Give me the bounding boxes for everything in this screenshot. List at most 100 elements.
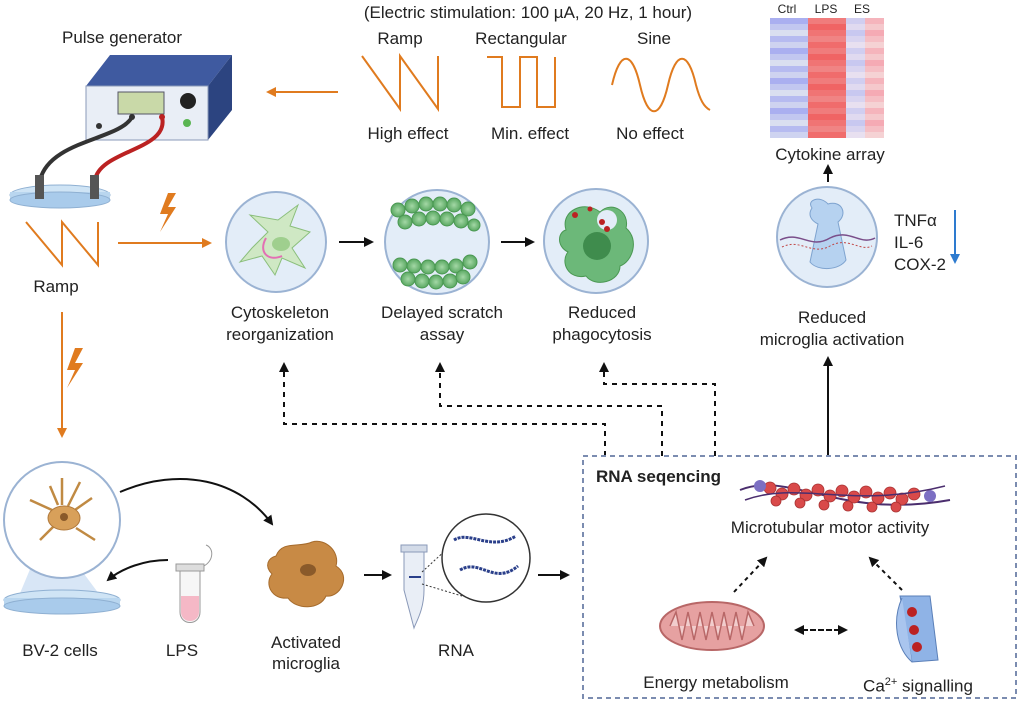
- heatmap-cell: [770, 54, 808, 60]
- heatmap-cell: [770, 108, 808, 114]
- dashed-arrow-to-phagocytosis: [599, 362, 716, 456]
- heatmap-cell: [846, 102, 865, 108]
- pulse-generator-label: Pulse generator: [61, 28, 183, 47]
- heatmap-cell: [770, 120, 808, 126]
- heatmap-cell: [808, 60, 846, 66]
- rna-tube: [400, 544, 428, 630]
- dashed-arrow-energy-to-motor: [733, 556, 768, 593]
- heatmap-cell: [846, 48, 865, 54]
- microglia-label-1: Reduced: [797, 308, 867, 327]
- calcium-channel-illustration: [896, 595, 939, 663]
- heatmap-cell: [865, 42, 884, 48]
- heatmap-cell: [865, 60, 884, 66]
- heatmap-cell: [846, 36, 865, 42]
- waveform-ramp-name: Ramp: [377, 29, 423, 48]
- heatmap-cell: [865, 120, 884, 126]
- heatmap-cell: [846, 54, 865, 60]
- activated-label-1: Activated: [271, 633, 341, 652]
- heatmap-column-ctrl: Ctrl: [777, 2, 797, 16]
- heatmap-cell: [846, 42, 865, 48]
- heatmap-cell: [808, 120, 846, 126]
- lps-tube: [175, 544, 213, 623]
- heatmap-cell: [865, 24, 884, 30]
- scratch-label-1: Delayed scratch: [381, 303, 503, 322]
- heatmap-cell: [865, 30, 884, 36]
- heatmap-cell: [846, 90, 865, 96]
- ramp-label: Ramp: [33, 277, 79, 296]
- heatmap-cell: [808, 48, 846, 54]
- waveform-sine: [611, 57, 711, 113]
- heatmap-cell: [846, 72, 865, 78]
- heatmap-cell: [770, 36, 808, 42]
- heatmap-cell: [865, 96, 884, 102]
- rna-seq-title: RNA seqencing: [596, 467, 722, 486]
- heatmap-cell: [808, 18, 846, 24]
- waveform-ramp-effect: High effect: [367, 124, 449, 143]
- heatmap-cell: [865, 132, 884, 138]
- heatmap-cell: [770, 30, 808, 36]
- waveform-sine-name: Sine: [636, 29, 672, 48]
- heatmap-cell: [846, 126, 865, 132]
- lightning-icon: [160, 193, 176, 232]
- heatmap-cell: [808, 42, 846, 48]
- heatmap-cell: [770, 60, 808, 66]
- heatmap-cell: [865, 90, 884, 96]
- heatmap-cell: [865, 84, 884, 90]
- microglia-label-2: microglia activation: [759, 330, 905, 349]
- zoom-line-bottom: [421, 583, 463, 597]
- dashed-arrow-to-scratch: [435, 362, 663, 456]
- heatmap-cell: [865, 66, 884, 72]
- heatmap-cell: [770, 78, 808, 84]
- arrow-bv2-to-activated: [119, 477, 274, 526]
- activated-label-2: microglia: [271, 654, 341, 673]
- heatmap-cell: [770, 114, 808, 120]
- heatmap-cell: [770, 42, 808, 48]
- microglia-activation-circle: [776, 186, 878, 288]
- heatmap-cell: [865, 36, 884, 42]
- heatmap-cell: [808, 30, 846, 36]
- waveform-rectangular-effect: Min. effect: [490, 124, 570, 143]
- waveform-ramp-small: [25, 219, 99, 268]
- heatmap-cell: [846, 132, 865, 138]
- bv2-label: BV-2 cells: [22, 641, 98, 660]
- heatmap-cell: [865, 18, 884, 24]
- heatmap-cell: [808, 102, 846, 108]
- heatmap-cell: [865, 48, 884, 54]
- heatmap-cell: [846, 84, 865, 90]
- pulse-generator-device: [38, 55, 232, 181]
- heatmap-cell: [846, 108, 865, 114]
- heatmap-cell: [770, 66, 808, 72]
- heatmap-cell: [846, 24, 865, 30]
- dashed-arrow-calcium-to-motor: [868, 556, 903, 591]
- heatmap-cell: [865, 72, 884, 78]
- cytoskeleton-label-1: Cytoskeleton: [230, 303, 330, 322]
- heatmap-cell: [846, 66, 865, 72]
- motor-activity-label: Microtubular motor activity: [730, 518, 930, 537]
- activated-microglia-nucleus: [300, 564, 316, 576]
- heatmap-cell: [808, 126, 846, 132]
- heatmap-cell: [865, 114, 884, 120]
- marker-tnfa: TNFα: [894, 211, 937, 230]
- heatmap-cell: [808, 114, 846, 120]
- heatmap-cell: [808, 72, 846, 78]
- dashed-arrow-to-cytoskeleton: [279, 362, 606, 456]
- energy-metabolism-label: Energy metabolism: [643, 673, 789, 692]
- heatmap-cell: [846, 120, 865, 126]
- heatmap-cell: [770, 48, 808, 54]
- heatmap-cell: [865, 126, 884, 132]
- heatmap-cell: [865, 78, 884, 84]
- waveform-rectangular: [487, 56, 556, 108]
- calcium-superscript: 2+: [884, 676, 898, 688]
- mitochondria-illustration: [659, 601, 765, 651]
- scratch-label-2: assay: [419, 325, 465, 344]
- heatmap-cell: [770, 96, 808, 102]
- heatmap-cell: [808, 54, 846, 60]
- stimulation-header: (Electric stimulation: 100 µA, 20 Hz, 1 …: [363, 3, 693, 22]
- cytokine-array-label: Cytokine array: [775, 145, 885, 164]
- heatmap-cell: [770, 84, 808, 90]
- heatmap-cell: [846, 60, 865, 66]
- microtubule-illustration: [739, 480, 951, 513]
- bv2-dish: [3, 589, 121, 615]
